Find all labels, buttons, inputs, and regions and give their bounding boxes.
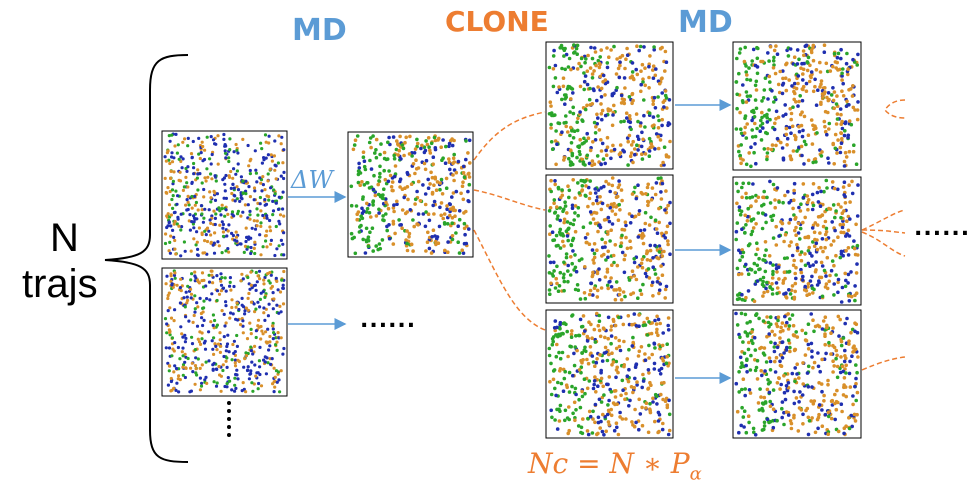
branch-out-2b: [861, 229, 906, 234]
trajectory-snapshot-clone-2: [545, 174, 674, 304]
clone-branch-3: [473, 229, 546, 331]
trajectory-snapshot-initial-2: [161, 267, 288, 397]
nc-formula-subscript: α: [689, 463, 702, 485]
ellipsis-mid: ......: [360, 308, 417, 333]
left-brace-icon: [104, 54, 189, 463]
n-label: N: [50, 216, 79, 260]
branch-out-2a: [861, 209, 906, 231]
md-step-label-2: MD: [678, 5, 733, 40]
trajectory-snapshot-after-md: [347, 131, 474, 258]
trajectory-snapshot-md2-2: [732, 176, 862, 306]
trajectory-snapshot-clone-3: [545, 309, 674, 439]
vertical-dots-icon: [227, 401, 231, 437]
md-step-label-1: MD: [292, 13, 347, 48]
branch-out-3: [861, 356, 906, 371]
clone-step-label: CLONE: [445, 5, 549, 38]
nc-formula: Nc = N ∗ Pα: [528, 450, 702, 484]
trajs-label: trajs: [22, 262, 98, 306]
trajectory-snapshot-md2-3: [732, 309, 862, 439]
trajectory-snapshot-md2-1: [732, 41, 862, 171]
branch-out-2c: [861, 231, 906, 257]
trajectory-snapshot-clone-1: [545, 41, 674, 170]
nc-formula-text: Nc = N ∗ P: [528, 447, 690, 480]
ellipsis-right: ......: [914, 216, 971, 241]
clone-branch-1: [473, 111, 546, 161]
delta-w-label: ΔW: [291, 166, 333, 194]
trajectory-snapshot-initial-1: [161, 130, 288, 260]
clone-branch-2: [473, 189, 546, 211]
branch-out-1: [884, 99, 906, 119]
